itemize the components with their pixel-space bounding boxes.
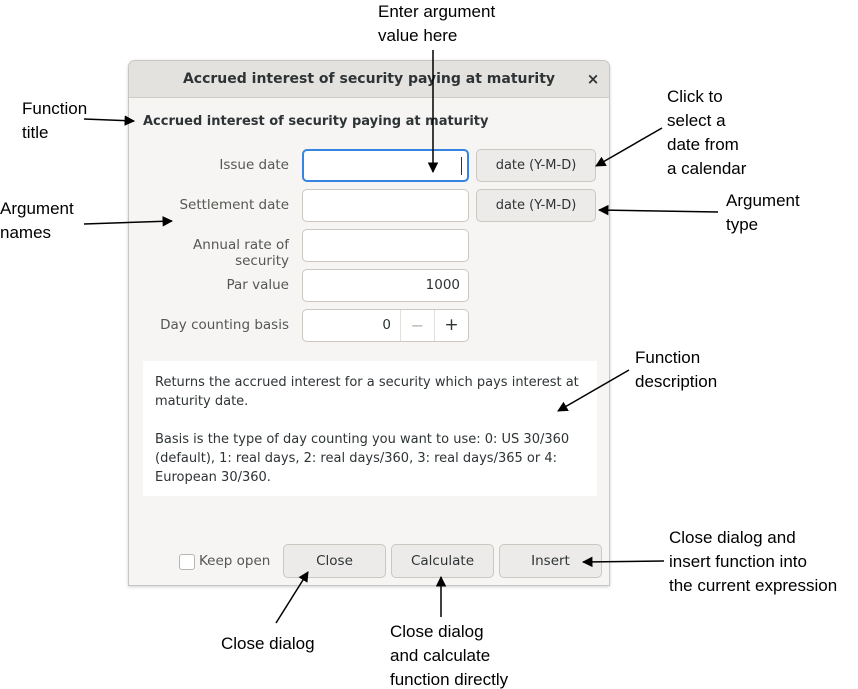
arg-label-settlement-date: Settlement date xyxy=(179,197,289,213)
dialog-titlebar: Accrued interest of security paying at m… xyxy=(129,61,609,98)
minus-icon[interactable]: − xyxy=(400,310,434,341)
calculate-button[interactable]: Calculate xyxy=(391,544,494,578)
close-icon[interactable]: × xyxy=(586,70,600,88)
insert-button[interactable]: Insert xyxy=(499,544,602,578)
arrow-argument-type xyxy=(597,204,719,216)
keep-open-checkbox[interactable] xyxy=(179,554,195,570)
arg-label-day-counting-basis: Day counting basis xyxy=(160,317,289,333)
annotation-close-dialog: Close dialog xyxy=(221,634,315,653)
day-counting-basis-value[interactable]: 0 xyxy=(382,317,391,333)
dialog-title: Accrued interest of security paying at m… xyxy=(182,71,556,87)
settlement-date-input[interactable] xyxy=(302,189,469,222)
close-button[interactable]: Close xyxy=(283,544,386,578)
arrow-function-title xyxy=(83,115,136,126)
function-title: Accrued interest of security paying at m… xyxy=(143,114,489,129)
arg-label-annual-rate: Annual rate of security xyxy=(193,237,289,269)
issue-date-type-button[interactable]: date (Y-M-D) xyxy=(476,149,596,182)
function-dialog: Accrued interest of security paying at m… xyxy=(128,60,610,586)
description-paragraph: Basis is the type of day counting you wa… xyxy=(155,432,570,485)
arg-label-issue-date: Issue date xyxy=(219,157,289,173)
keep-open-label: Keep open xyxy=(199,553,271,569)
text-caret xyxy=(461,157,462,175)
par-value-input[interactable]: 1000 xyxy=(302,269,469,302)
issue-date-input[interactable] xyxy=(302,149,469,182)
settlement-date-type-button[interactable]: date (Y-M-D) xyxy=(476,189,596,222)
par-value-value: 1000 xyxy=(425,277,460,293)
function-description: Returns the accrued interest for a secur… xyxy=(143,361,597,496)
plus-icon[interactable]: + xyxy=(434,310,468,341)
day-counting-basis-spinbutton[interactable]: 0 − + xyxy=(302,309,469,342)
description-paragraph: Returns the accrued interest for a secur… xyxy=(155,375,579,409)
arg-label-par-value: Par value xyxy=(226,277,289,293)
annual-rate-input[interactable] xyxy=(302,229,469,262)
